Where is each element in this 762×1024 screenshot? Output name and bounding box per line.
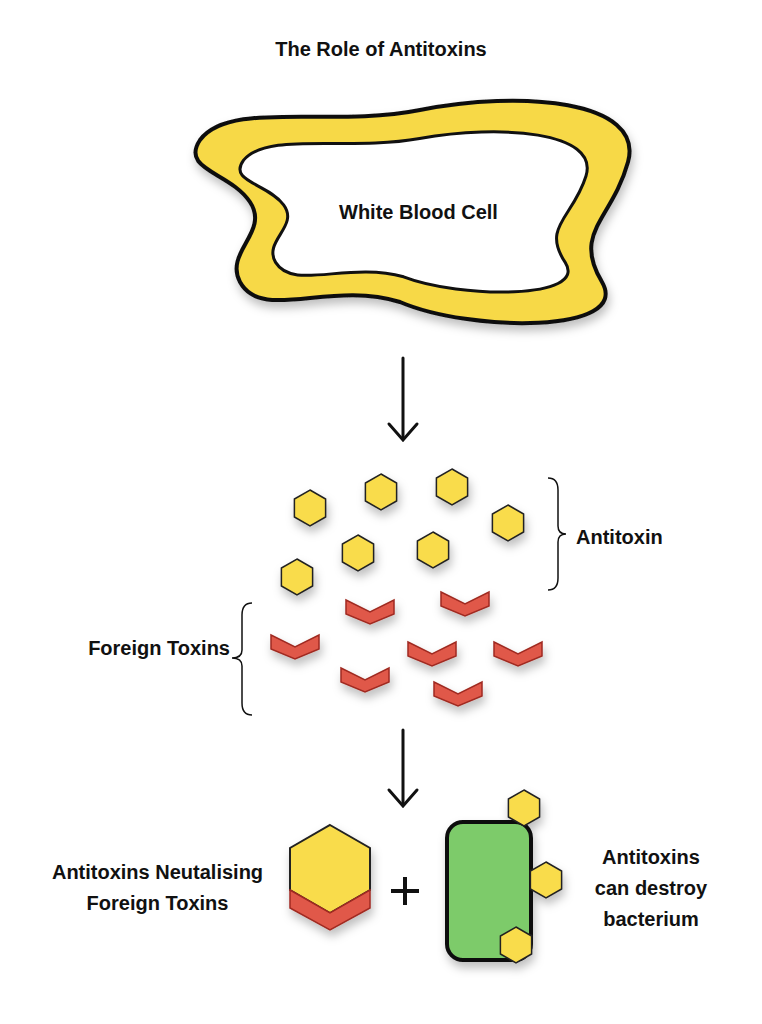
plus-sign — [391, 877, 419, 905]
bacterium — [447, 790, 562, 963]
result-label: Antitoxins Neutalising Foreign Toxins — [45, 857, 270, 919]
cell-shape: White Blood Cell — [188, 90, 644, 340]
bracket — [548, 478, 566, 590]
bracket — [232, 603, 252, 715]
toxin-cluster — [271, 592, 542, 706]
bracket-label: Antitoxin — [576, 522, 746, 553]
title: The Role of Antitoxins — [0, 34, 762, 65]
cell-label: White Blood Cell — [339, 197, 498, 228]
result-label: Antitoxins can destroy bacterium — [585, 842, 717, 935]
antitoxin-toxin-complex — [290, 825, 370, 930]
bracket-label: Foreign Toxins — [30, 633, 230, 664]
arrow — [389, 730, 417, 806]
arrow — [389, 358, 417, 440]
antitoxin-cluster — [281, 469, 523, 595]
